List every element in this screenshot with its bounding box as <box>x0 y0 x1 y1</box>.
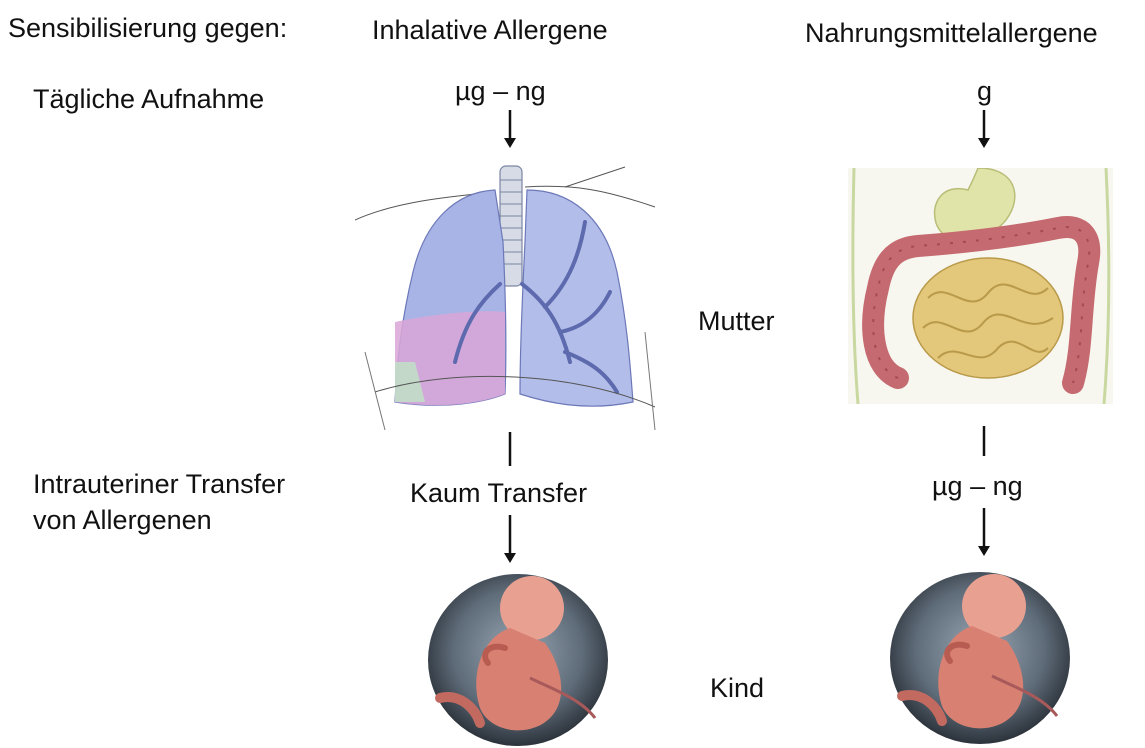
intestines-illustration-icon <box>848 168 1113 404</box>
inhalant-connector-line <box>506 432 514 468</box>
daily-intake-label: Tägliche Aufnahme <box>33 83 264 115</box>
food-intake-amount: g <box>977 75 992 107</box>
inhalant-child-arrow-icon <box>500 515 520 565</box>
fetus-illustration-right-icon <box>882 566 1072 746</box>
transfer-label-line1: Intrauteriner Transfer <box>33 468 285 500</box>
food-connector-line <box>980 426 988 458</box>
inhalant-column-title: Inhalative Allergene <box>372 14 608 46</box>
food-intake-arrow-icon <box>974 110 994 150</box>
inhalant-intake-amount: µg – ng <box>455 75 546 107</box>
lungs-illustration-icon <box>355 162 660 430</box>
food-column-title: Nahrungsmittelallergene <box>805 17 1098 49</box>
inhalant-intake-arrow-icon <box>500 110 520 150</box>
inhalant-transfer-amount: Kaum Transfer <box>410 477 587 509</box>
sensitization-label: Sensibilisierung gegen: <box>8 12 287 44</box>
child-label: Kind <box>710 672 764 704</box>
food-child-arrow-icon <box>974 508 994 558</box>
transfer-label-line2: von Allergenen <box>33 504 212 536</box>
food-transfer-amount: µg – ng <box>932 470 1023 502</box>
mother-label: Mutter <box>698 305 775 337</box>
fetus-illustration-left-icon <box>420 568 610 748</box>
